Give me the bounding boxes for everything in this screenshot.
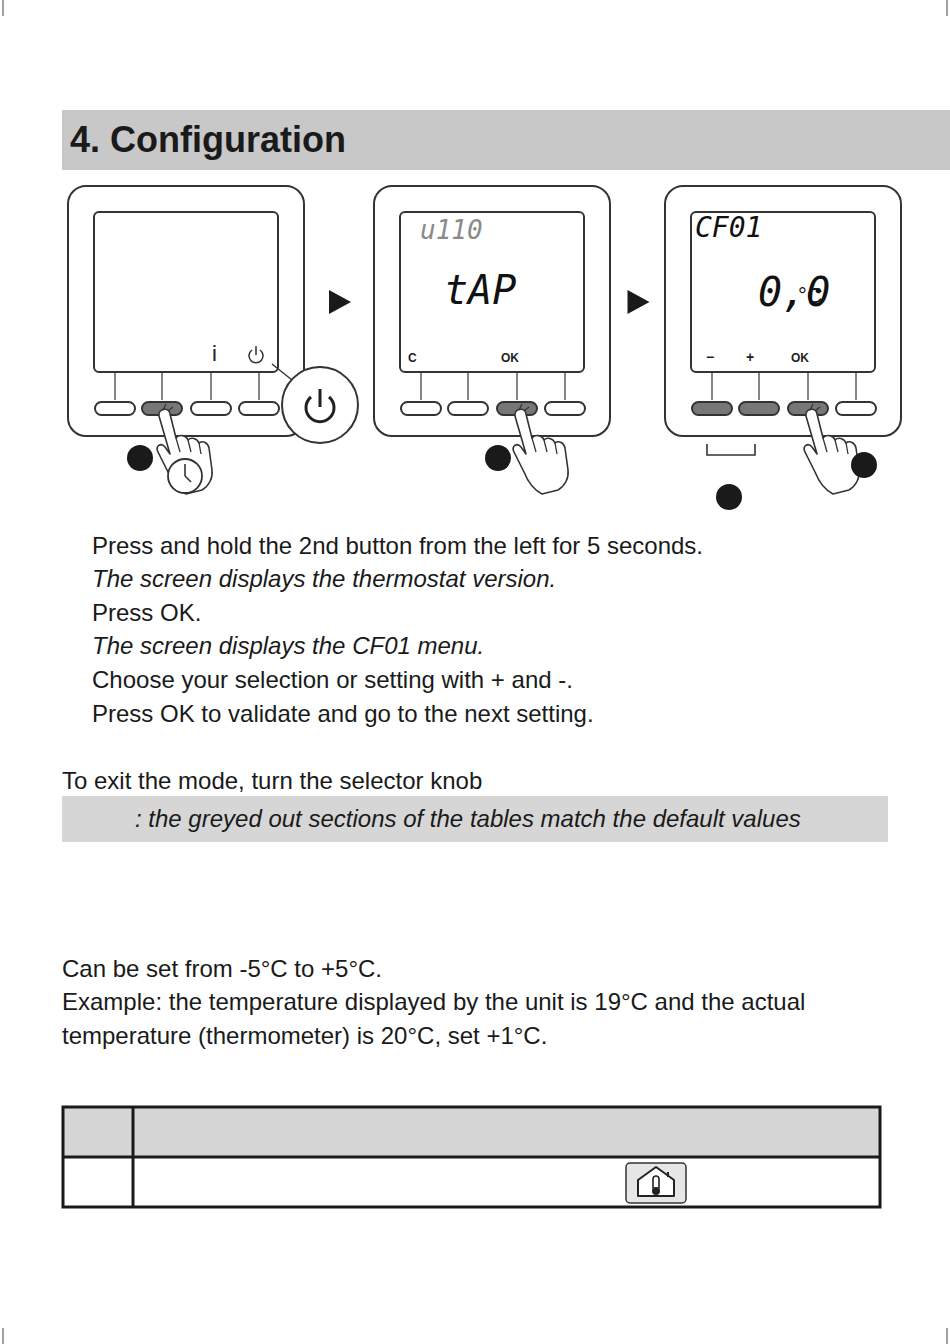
settings-table	[63, 1107, 880, 1207]
step-arrow	[304, 290, 374, 314]
instruction-text: Can be set from -5°C to +5°C.	[62, 952, 382, 986]
thermostat-box: CF010,0°C−+OK	[665, 186, 901, 436]
screen-label: °C	[798, 285, 823, 307]
thermostat-1	[68, 186, 358, 494]
lcd-readout: u110	[420, 217, 483, 243]
instruction-text: The screen displays the thermostat versi…	[92, 562, 556, 596]
thermostat-2	[374, 186, 610, 494]
screen-label: OK	[501, 352, 519, 364]
screen-label: +	[746, 350, 754, 364]
screen-label: i	[212, 343, 217, 365]
note-band: : the greyed out sections of the tables …	[62, 796, 888, 842]
thermostat-box: u110 tAP C OK	[374, 186, 610, 436]
instruction-text: Choose your selection or setting with + …	[92, 663, 573, 697]
instruction-text: Press OK to validate and go to the next …	[92, 697, 594, 731]
instruction-text: Press OK.	[92, 596, 201, 630]
page-heading: 4. Configuration	[70, 119, 346, 161]
instruction-text: Example: the temperature displayed by th…	[62, 985, 862, 1053]
screen-label: −	[706, 350, 714, 364]
note-text: : the greyed out sections of the tables …	[72, 802, 878, 836]
heading-band	[62, 110, 950, 170]
instruction-text: Press and hold the 2nd button from the l…	[92, 529, 703, 563]
instruction-text: To exit the mode, turn the selector knob	[62, 764, 482, 798]
thermostat-box: i	[68, 186, 304, 436]
crop-mark	[3, 0, 947, 1344]
screen-label: OK	[791, 352, 809, 364]
step-arrow	[610, 290, 665, 314]
thermostat-3	[665, 186, 901, 510]
instruction-text: The screen displays the CF01 menu.	[92, 629, 484, 663]
lcd-readout: tAP	[444, 270, 516, 310]
screen-label: C	[408, 352, 417, 364]
lcd-readout: CF01	[695, 214, 762, 242]
